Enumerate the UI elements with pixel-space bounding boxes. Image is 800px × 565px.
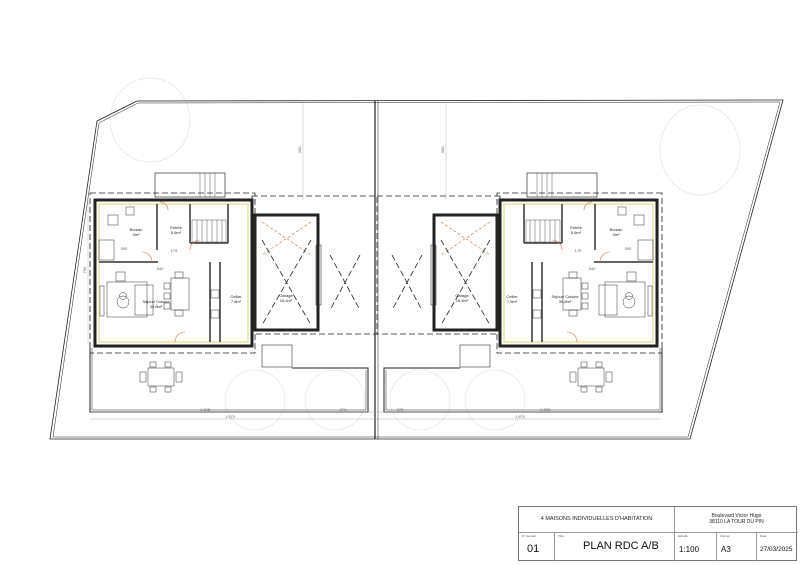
dim-depth: 790 [82,266,87,273]
tree-icons [109,77,741,431]
address-line2: 38110 LA TOUR DU PIN [709,519,764,525]
dim-terrace: 1 306 [200,407,211,412]
scale-label: Echelle [678,534,688,538]
room-garage-area: 16,4m² [456,298,469,303]
house-b [373,171,664,414]
room-cellier-area: 7,5m² [507,299,518,304]
room-sejour-area: 39,8m² [150,304,163,309]
tree-top-left [109,77,191,163]
format: A3 [721,545,731,554]
room-entree-area: 5,6m² [171,230,182,235]
dim-setback: 300 [297,146,302,153]
date-label: Date [760,534,767,538]
dim-bureau-b: 300 [625,246,632,251]
room-sejour-area: 39,8m² [559,299,572,304]
plan-number-label: N° de plan [522,534,537,538]
plan-title: PLAN RDC A/B [583,540,659,552]
room-garage-name: Garage [279,293,293,298]
format-label: Format [720,534,730,538]
door-swings [141,201,201,343]
tree-bottom-1 [224,369,286,431]
tree-bottom-2 [304,369,366,431]
dim-terrace-b: 1 306 [540,407,551,412]
dim-tree-spacing: 270 [340,407,347,412]
project-name: 4 MAISONS INDIVIDUELLES D'HABITATION [540,516,653,522]
house-a [89,172,378,413]
furniture [98,206,220,319]
room-bureau-area: 9m² [613,232,621,237]
dim-living: 840 [157,266,164,271]
tree-bottom-4 [464,369,526,431]
dim-living-b: 840 [589,266,596,271]
room-garage-name: Garage [455,293,469,298]
room-cellier-name: Cellier [230,294,242,299]
dim-lot: 1 670 [225,414,236,419]
title-block: 4 MAISONS INDIVIDUELLES D'HABITATION Bou… [518,506,798,561]
room-bureau-name: Bureau [610,227,623,232]
address-line1: Boulevard Victor Hugo [711,513,762,519]
room-entree-area: 5,6m² [571,230,582,235]
room-labels-b: Bureau 9m² Entrée 5,6m² Séjour/ Cuisine … [455,225,622,304]
room-sejour-name: Séjour/ Cuisine [551,294,579,299]
tree-bottom-3 [389,369,451,431]
date: 27/03/2025 [760,546,793,553]
dim-bureau: 300 [121,246,128,251]
room-cellier-name: Cellier [506,294,518,299]
dim-hall: 175 [171,248,178,253]
tree-top-right [659,104,741,196]
room-entree-name: Entrée [570,225,583,230]
room-garage-area: 16,4m² [280,298,293,303]
room-cellier-area: 7,5m² [231,299,242,304]
scale: 1:100 [679,545,700,554]
dim-setback-b: 300 [440,146,445,153]
plan-number: 01 [527,543,540,555]
dim-lot-b: 1 670 [515,414,526,419]
room-entree-name: Entrée [170,225,183,230]
dim-hall-b: 175 [575,248,582,253]
title-label: Titre [558,534,564,538]
room-bureau-area: 9m² [133,232,141,237]
room-bureau-name: Bureau [130,227,143,232]
room-labels-a: Bureau 9m² Entrée 5,6m² Séjour/ Cuisine … [130,225,294,309]
room-sejour-name: Séjour/ Cuisine [142,299,170,304]
dimension-labels: 1 306 1 670 1 306 1 670 270 270 300 300 … [82,146,632,419]
dim-tree-spacing-b: 270 [397,407,404,412]
